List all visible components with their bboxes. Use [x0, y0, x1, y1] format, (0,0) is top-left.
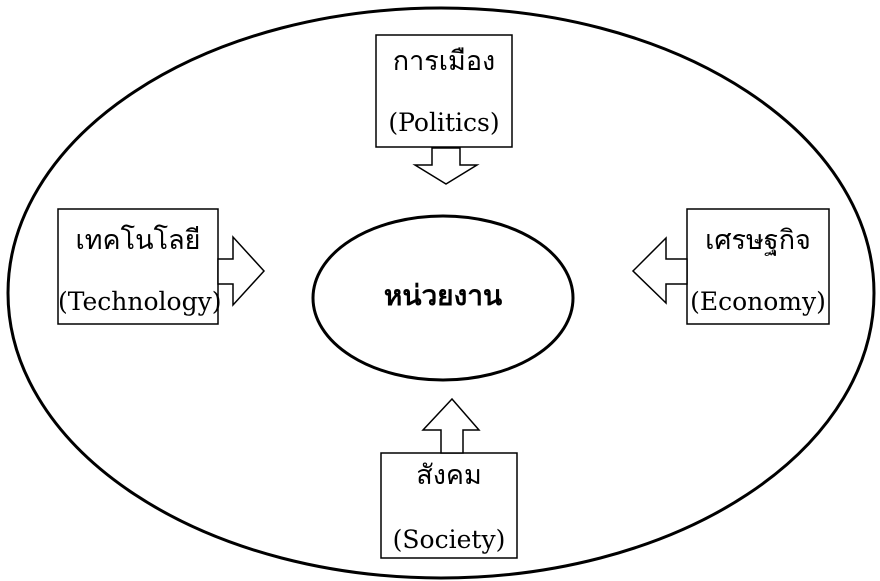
economy-box [686, 208, 830, 325]
society-box [380, 452, 518, 559]
politics-english-label: (Politics) [388, 108, 500, 137]
center-label: หน่วยงาน [383, 279, 503, 312]
economy-arrow [631, 236, 688, 305]
society-thai-label: สังคม [416, 460, 482, 491]
society-arrow [421, 397, 481, 454]
politics-arrow [412, 147, 480, 185]
technology-english-label: (Technology) [58, 287, 222, 316]
technology-thai-label: เทคโนโลยี [75, 225, 201, 256]
economy-english-label: (Economy) [690, 287, 826, 316]
technology-arrow [217, 235, 266, 307]
politics-box [375, 34, 513, 148]
politics-thai-label: การเมือง [392, 46, 496, 77]
center-ellipse [311, 214, 575, 382]
economy-thai-label: เศรษฐกิจ [705, 225, 811, 256]
outer-ellipse [6, 6, 876, 580]
society-english-label: (Society) [392, 525, 506, 554]
